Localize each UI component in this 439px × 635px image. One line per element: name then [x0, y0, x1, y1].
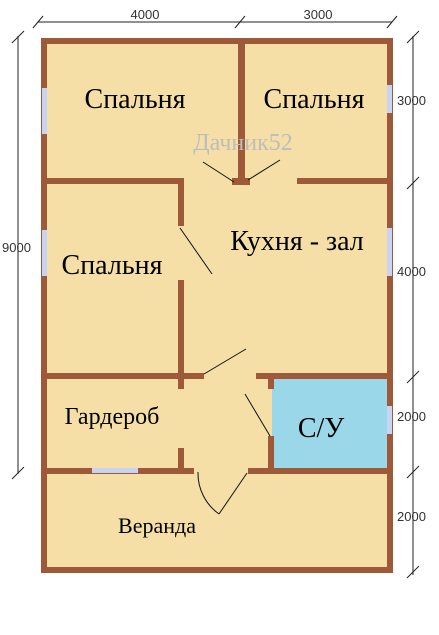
room-label-kitchen-hall: Кухня - зал	[230, 226, 363, 257]
door-swing-1	[202, 161, 235, 183]
wall-wardrobe-stub	[178, 448, 184, 472]
dim-top-right: 3000	[304, 7, 333, 22]
dim-right-4: 2000	[397, 509, 426, 524]
outer-wall-right	[387, 38, 393, 573]
wall-h3-right	[248, 468, 389, 474]
dim-right-1: 3000	[397, 93, 426, 108]
outer-wall-left	[41, 38, 47, 573]
wall-v-left-top	[178, 178, 184, 226]
wall-h2-stub	[180, 373, 204, 379]
wall-top-bedrooms	[238, 44, 245, 184]
wall-bath-lower	[268, 436, 274, 474]
room-label-bathroom: С/У	[298, 413, 344, 444]
window-wardrobe	[92, 468, 138, 473]
window-left-mid	[42, 230, 47, 276]
door-swing-4	[203, 348, 247, 375]
outer-wall-top	[41, 38, 393, 44]
floor-area	[44, 40, 392, 570]
door-swing-5	[244, 393, 271, 437]
bathroom-area	[272, 378, 390, 470]
entrance-door-leaf	[218, 472, 248, 515]
wall-stub-center	[232, 178, 250, 185]
door-swing-2	[247, 159, 281, 181]
room-label-bedroom-top-right: Спальня	[264, 84, 365, 115]
dim-top-left: 4000	[131, 7, 160, 22]
wall-h1-left	[44, 178, 184, 184]
window-right-top	[387, 85, 392, 113]
watermark: Дачник52	[193, 130, 292, 156]
entrance-door-arc	[197, 471, 220, 515]
dim-right-2: 4000	[397, 264, 426, 279]
room-label-bedroom-left: Спальня	[62, 250, 163, 281]
wall-h2-right	[256, 373, 389, 379]
door-swing-3	[179, 227, 213, 275]
window-right-bath	[387, 406, 392, 434]
dim-left-total: 9000	[2, 240, 31, 255]
wall-v-left-bottom	[178, 280, 184, 380]
wall-h2-drop	[178, 373, 184, 389]
room-label-wardrobe: Гардероб	[65, 404, 160, 430]
dimension-lines	[11, 15, 420, 579]
wall-bath-upper	[268, 373, 274, 389]
room-label-bedroom-top-left: Спальня	[85, 84, 186, 115]
wall-h2-left	[44, 373, 184, 379]
room-label-veranda: Веранда	[118, 513, 196, 538]
dim-right-3: 2000	[397, 409, 426, 424]
window-left-top	[42, 88, 47, 134]
wall-h1-right	[297, 178, 389, 184]
window-right-mid	[387, 228, 392, 276]
outer-wall-bottom	[41, 567, 393, 573]
